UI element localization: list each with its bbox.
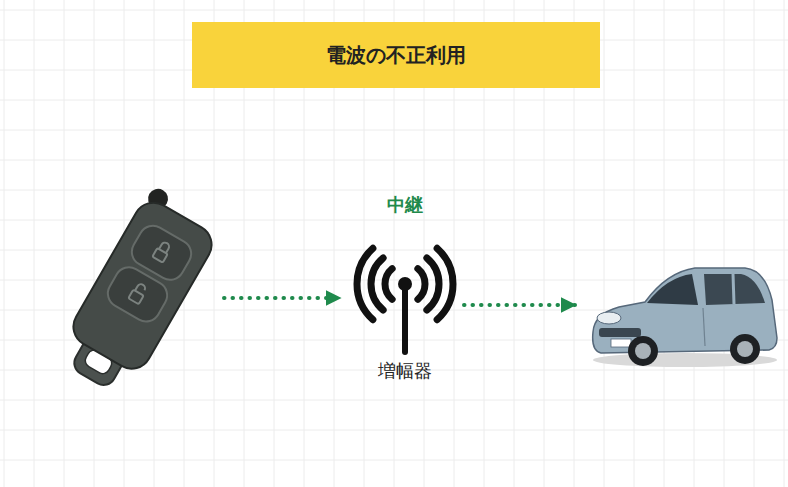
grid-line (0, 190, 788, 191)
radio-wave (418, 269, 425, 300)
lock-icon (128, 290, 143, 305)
grid-line (0, 130, 788, 131)
door-line (703, 308, 705, 346)
grid-line (784, 0, 785, 487)
key-fob-illustration (55, 185, 220, 390)
grid-line (0, 460, 788, 461)
grid-line (604, 0, 605, 487)
grid-line (0, 160, 788, 161)
amplifier-label: 増幅器 (378, 358, 432, 384)
grid-line (4, 0, 5, 487)
side-window (704, 274, 765, 305)
wheel-hub (737, 341, 753, 357)
grid-line (94, 0, 95, 487)
grid-line (64, 0, 65, 487)
antenna-tip (398, 277, 412, 291)
relay-label: 中継 (387, 192, 423, 218)
wheel (628, 336, 658, 366)
grid-line (34, 0, 35, 487)
grid-line (694, 0, 695, 487)
grid-line (0, 430, 788, 431)
grid-line (0, 100, 788, 101)
grid-line (0, 220, 788, 221)
radio-wave (427, 258, 439, 310)
radio-wave (357, 248, 373, 319)
antenna-symbol (350, 226, 460, 356)
dotted-arrow (224, 296, 340, 300)
grid-line (754, 0, 755, 487)
radio-wave (437, 248, 453, 319)
wheel-hub (635, 343, 651, 359)
title-banner: 電波の不正利用 (192, 22, 600, 88)
grid-line (664, 0, 665, 487)
dotted-arrow (464, 303, 575, 307)
radio-wave (385, 269, 392, 300)
headlight (597, 312, 621, 324)
fob-button (103, 262, 172, 326)
car (585, 260, 780, 370)
lock-shackle (135, 283, 146, 295)
grid-line (0, 400, 788, 401)
fob-body (66, 195, 219, 376)
license-plate (611, 339, 631, 347)
grid-line (724, 0, 725, 487)
windshield (647, 274, 698, 305)
window-pillar (733, 274, 734, 304)
title-text: 電波の不正利用 (326, 42, 466, 69)
grid-line (634, 0, 635, 487)
antenna-mast (402, 284, 408, 352)
key-fob (55, 185, 220, 390)
grille (599, 328, 641, 337)
relay-amplifier: 中継増幅器 (350, 192, 460, 384)
lock-icon (152, 248, 167, 263)
radio-wave (371, 258, 383, 310)
lock-shackle (159, 241, 170, 253)
car-illustration (585, 260, 780, 370)
grid-line (0, 10, 788, 11)
wheel (730, 334, 760, 364)
